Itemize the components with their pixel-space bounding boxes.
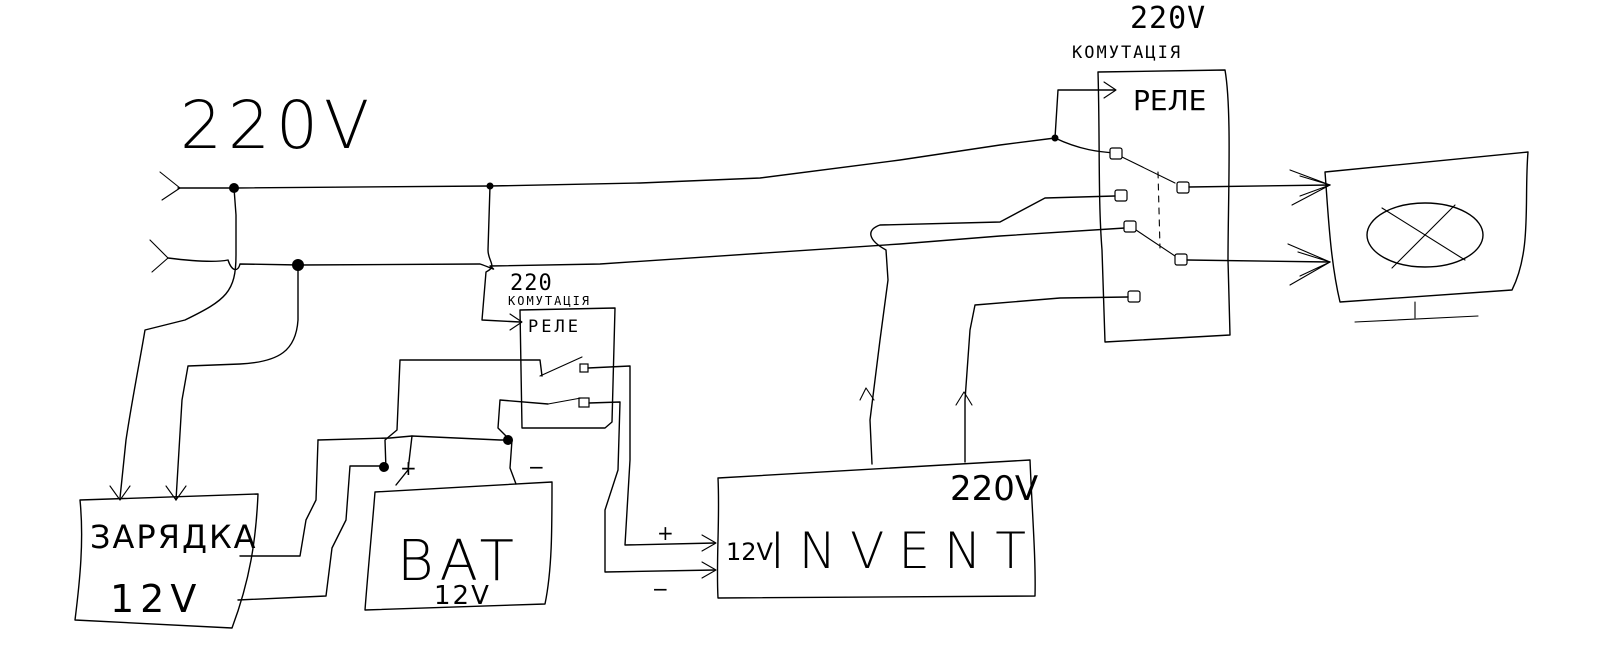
inverter-minus-sign: −	[652, 577, 669, 601]
main-relay-term-com-b	[1123, 220, 1137, 233]
inverter-minus-arrow	[701, 561, 717, 579]
charger-box	[74, 493, 259, 629]
battery-minus-to-relay	[497, 399, 549, 441]
main-relay-switch-b	[1135, 229, 1176, 257]
main-relay-switch-a	[1121, 156, 1176, 184]
inverter-label: INVENT	[770, 522, 1040, 580]
inverter-out-a	[869, 195, 1116, 465]
small-relay-switch-1	[539, 356, 583, 377]
inverter-out-a-arrow	[859, 387, 875, 401]
junction-battery-minus	[503, 435, 513, 445]
lamp-icon	[1366, 202, 1484, 268]
main-relay-caption: КОМУТАЦІЯ	[1072, 43, 1182, 63]
lamp-cross	[1381, 204, 1466, 269]
small-relay-term-no	[579, 363, 589, 373]
junction-battery-plus	[379, 462, 389, 472]
main-relay-term-inv-b	[1127, 290, 1141, 303]
mains-voltage-label: 220V	[180, 87, 375, 164]
small-relay-box	[519, 307, 616, 429]
inverter-plus-sign: +	[657, 521, 674, 545]
battery-label: BAT	[397, 529, 520, 594]
main-relay-coil-feed	[1054, 89, 1116, 139]
battery-voltage: 12V	[434, 581, 491, 611]
battery-plus-sign: +	[400, 456, 417, 480]
main-relay-name: РЕЛЕ	[1133, 84, 1206, 117]
charger-feed-a-arrow	[109, 485, 131, 501]
battery-plus-to-relay	[384, 359, 543, 471]
charger-label: ЗАРЯДКА	[90, 518, 258, 556]
main-relay-coil-arrow	[1103, 81, 1117, 99]
charger-feed-b	[175, 264, 299, 501]
mains-line-b	[167, 227, 1126, 271]
charger-feed-a	[119, 187, 237, 499]
inverter-plus-arrow	[701, 534, 717, 552]
relay-to-inverter-plus	[587, 365, 716, 546]
main-relay-voltage: 220V	[1130, 1, 1206, 36]
lamp-stand	[1354, 301, 1479, 323]
output-wire-a	[1188, 184, 1331, 188]
battery-minus-post	[509, 439, 517, 485]
inverter-output-voltage: 220V	[950, 469, 1038, 509]
mains-line-a	[177, 137, 1056, 189]
load-box	[1324, 151, 1529, 303]
charger-feed-b-arrow	[165, 485, 187, 501]
output-arrow-b	[1287, 243, 1331, 286]
battery-plus-post	[395, 435, 413, 486]
mains-input-arrow-1	[159, 171, 181, 201]
main-relay-term-out-a	[1176, 181, 1190, 194]
main-relay-term-com-a	[1109, 147, 1123, 160]
main-relay-term-inv-a	[1114, 189, 1128, 202]
main-relay-mechanical-link	[1157, 171, 1161, 249]
small-relay-term-nc	[578, 397, 590, 408]
inverter-input-voltage: 12V	[726, 538, 774, 566]
charger-plus-lead	[239, 439, 319, 557]
charger-minus-lead	[237, 465, 385, 601]
output-arrow-a	[1289, 169, 1331, 206]
inverter-out-b-arrow	[955, 391, 973, 406]
main-relay-box	[1097, 69, 1231, 343]
small-relay-switch-2	[547, 397, 582, 405]
relay-to-inverter-minus	[588, 401, 716, 573]
battery-bus-top	[317, 435, 513, 441]
main-relay-line-in	[1054, 137, 1116, 154]
battery-box	[364, 481, 553, 611]
main-relay-term-out-b	[1174, 253, 1188, 266]
small-relay-voltage: 220	[510, 271, 553, 296]
inverter-out-b	[964, 296, 1129, 463]
output-wire-b	[1186, 259, 1331, 263]
mains-input-arrow-2	[149, 239, 169, 273]
small-relay-coil-arrow	[509, 313, 523, 331]
small-relay-coil-feed	[481, 185, 521, 323]
small-relay-caption: КОМУТАЦІЯ	[508, 294, 591, 308]
battery-minus-sign: −	[528, 455, 545, 479]
small-relay-name: РЕЛЕ	[528, 317, 581, 337]
charger-voltage: 12V	[110, 577, 202, 621]
inverter-box	[716, 459, 1036, 599]
